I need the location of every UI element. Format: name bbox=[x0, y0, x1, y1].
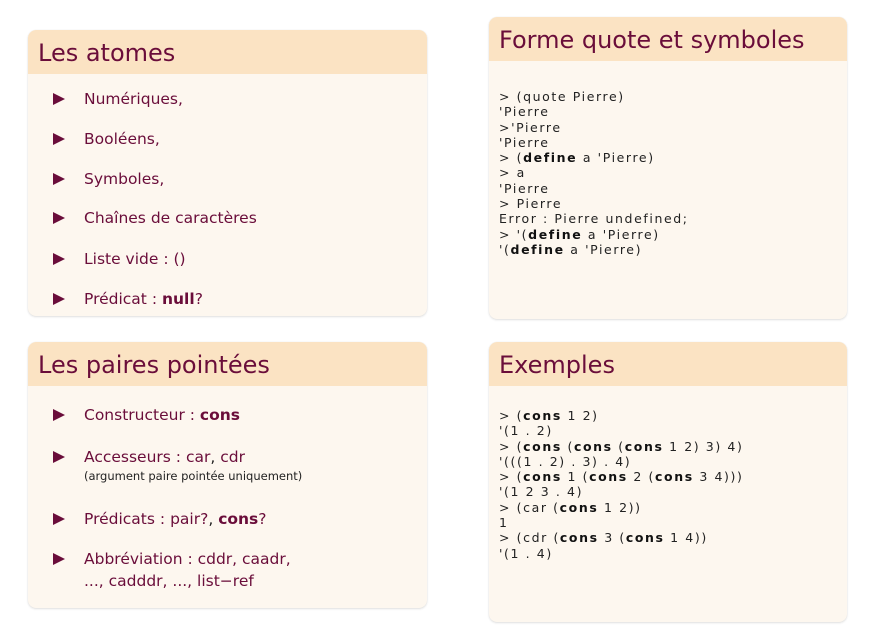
code-text: 'Pierre bbox=[499, 134, 550, 150]
triangle-bullet-icon bbox=[53, 93, 65, 105]
code-text: 1 2) 3) 4) bbox=[663, 438, 744, 454]
triangle-bullet-icon bbox=[53, 293, 65, 305]
code-text: '(1 . 4) bbox=[499, 545, 553, 561]
block-title: Les paires pointées bbox=[28, 342, 427, 386]
code-line: '(define a 'Pierre) bbox=[499, 242, 689, 257]
code-text: 1 2)) bbox=[598, 499, 642, 515]
code-text: > ( bbox=[499, 469, 524, 485]
code-text: 1 bbox=[499, 515, 509, 531]
code-text: 3 ( bbox=[598, 530, 626, 546]
block-les-paires-pointees: Les paires pointées Constructeur : cons … bbox=[28, 342, 427, 608]
code-text: 'Pierre bbox=[499, 180, 550, 196]
code-keyword: cons bbox=[523, 408, 562, 423]
code-text: a 'Pierre) bbox=[564, 241, 643, 257]
code-line: '(1 . 4) bbox=[499, 546, 743, 561]
triangle-bullet-icon bbox=[53, 212, 65, 224]
code-line: > (cons (cons (cons 1 2) 3) 4) bbox=[499, 439, 743, 454]
code-text: 1 2) bbox=[561, 408, 599, 423]
triangle-bullet-icon bbox=[53, 173, 65, 185]
code-listing: > (cons 1 2)'(1 . 2)> (cons (cons (cons … bbox=[499, 408, 743, 561]
code-keyword: cons bbox=[523, 469, 562, 485]
code-text: ( bbox=[612, 438, 625, 454]
code-line: > Pierre bbox=[499, 196, 689, 211]
code-line: '(1 . 2) bbox=[499, 423, 743, 438]
triangle-bullet-icon bbox=[53, 553, 65, 565]
triangle-bullet-icon bbox=[53, 133, 65, 145]
block-title: Exemples bbox=[489, 342, 847, 386]
block-title: Les atomes bbox=[28, 30, 427, 74]
block-les-atomes: Les atomes Numériques, Booléens, Symbole… bbox=[28, 30, 427, 316]
code-line: > (cons 1 2) bbox=[499, 408, 743, 423]
code-text: a 'Pierre) bbox=[582, 226, 660, 242]
code-text: > ( bbox=[499, 408, 524, 423]
list-item: Booléens, bbox=[53, 128, 160, 150]
code-line: > (quote Pierre) bbox=[499, 89, 689, 104]
list-item: Liste vide : () bbox=[53, 248, 186, 270]
block-forme-quote: Forme quote et symboles > (quote Pierre)… bbox=[489, 17, 847, 319]
code-line: > (cdr (cons 3 (cons 1 4)) bbox=[499, 530, 743, 545]
code-line: >'Pierre bbox=[499, 120, 689, 135]
triangle-bullet-icon bbox=[53, 253, 65, 265]
code-line: 'Pierre bbox=[499, 181, 689, 196]
code-keyword: cons bbox=[559, 530, 599, 546]
code-text: ( bbox=[561, 438, 574, 454]
code-keyword: define bbox=[510, 241, 565, 257]
code-keyword: cons bbox=[559, 499, 599, 515]
code-line: > (cons 1 (cons 2 (cons 3 4))) bbox=[499, 469, 743, 484]
list-item: Prédicats : pair?, cons? bbox=[53, 508, 267, 530]
code-line: 'Pierre bbox=[499, 135, 689, 150]
code-text: 'Pierre bbox=[499, 104, 550, 120]
code-text: Error : Pierre undefined; bbox=[499, 211, 689, 227]
code-keyword: cons bbox=[573, 438, 613, 454]
triangle-bullet-icon bbox=[53, 409, 65, 421]
code-line: 1 bbox=[499, 515, 743, 530]
code-line: > (define a 'Pierre) bbox=[499, 150, 689, 165]
block-title: Forme quote et symboles bbox=[489, 17, 847, 61]
code-listing: > (quote Pierre)'Pierre>'Pierre'Pierre> … bbox=[499, 89, 689, 257]
code-line: > (car (cons 1 2)) bbox=[499, 500, 743, 515]
code-text: 1 ( bbox=[561, 469, 590, 485]
code-text: > (car ( bbox=[499, 499, 560, 515]
code-text: > Pierre bbox=[499, 196, 563, 212]
list-item: Constructeur : cons bbox=[53, 404, 240, 426]
code-text: > a bbox=[499, 165, 526, 181]
code-text: 2 ( bbox=[627, 469, 655, 485]
code-keyword: define bbox=[528, 226, 583, 242]
code-text: 3 4))) bbox=[693, 469, 744, 485]
code-line: '(((1 . 2) . 3) . 4) bbox=[499, 454, 743, 469]
code-text: > (cdr ( bbox=[499, 530, 560, 546]
code-text: '(1 . 2) bbox=[499, 423, 553, 439]
code-keyword: cons bbox=[624, 438, 664, 454]
list-item: Symboles, bbox=[53, 168, 164, 190]
accessor-note: (argument paire pointée uniquement) bbox=[84, 469, 303, 483]
list-item: Accesseurs : car, cdr(argument paire poi… bbox=[53, 446, 303, 483]
code-text: 1 4)) bbox=[664, 530, 708, 546]
code-line: '(1 2 3 . 4) bbox=[499, 484, 743, 499]
code-line: > a bbox=[499, 165, 689, 180]
block-exemples: Exemples > (cons 1 2)'(1 . 2)> (cons (co… bbox=[489, 342, 847, 622]
code-keyword: cons bbox=[589, 469, 628, 485]
code-text: >'Pierre bbox=[499, 119, 562, 135]
code-keyword: cons bbox=[625, 530, 665, 546]
code-text: > (quote Pierre) bbox=[499, 89, 625, 104]
code-line: > '(define a 'Pierre) bbox=[499, 227, 689, 242]
list-item: Prédicat : null? bbox=[53, 288, 203, 310]
triangle-bullet-icon bbox=[53, 451, 65, 463]
code-text: '(1 2 3 . 4) bbox=[499, 484, 584, 500]
list-item: Numériques, bbox=[53, 88, 183, 110]
code-text: a 'Pierre) bbox=[577, 150, 655, 166]
code-text: '(((1 . 2) . 3) . 4) bbox=[499, 453, 632, 469]
code-line: Error : Pierre undefined; bbox=[499, 211, 689, 226]
list-item: Abbréviation : cddr, caadr,..., cadddr, … bbox=[53, 548, 291, 592]
code-keyword: cons bbox=[655, 469, 694, 485]
triangle-bullet-icon bbox=[53, 513, 65, 525]
code-keyword: define bbox=[523, 150, 578, 166]
code-text: > ( bbox=[499, 438, 524, 454]
code-line: 'Pierre bbox=[499, 104, 689, 119]
list-item: Chaînes de caractères bbox=[53, 207, 257, 229]
code-text: '( bbox=[499, 241, 511, 257]
code-text: > '( bbox=[499, 226, 529, 242]
code-keyword: cons bbox=[523, 438, 562, 454]
code-text: > ( bbox=[499, 150, 524, 166]
